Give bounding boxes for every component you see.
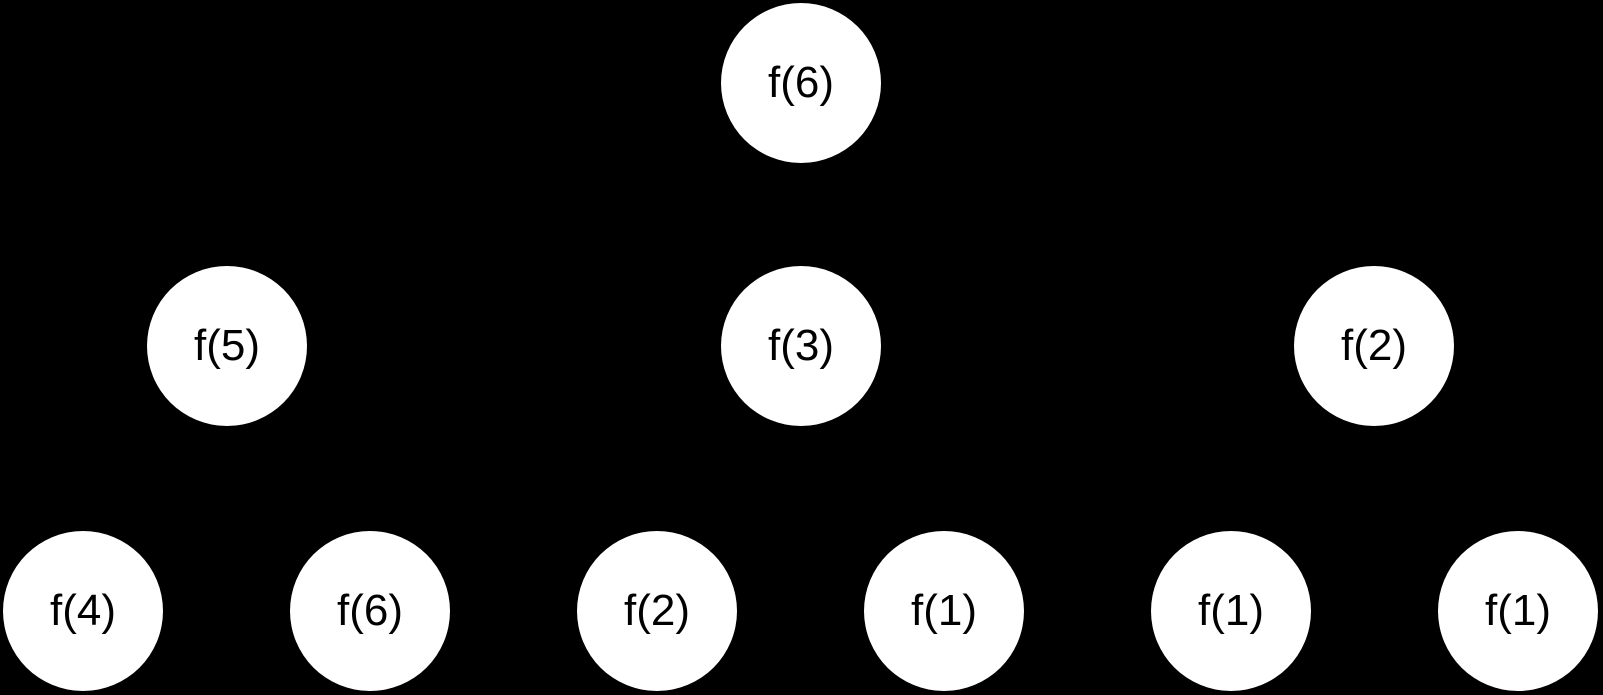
tree-node-level0-0: f(6) <box>721 3 881 163</box>
tree-node-level2-9: f(1) <box>1438 531 1598 691</box>
tree-node-level2-4: f(4) <box>3 531 163 691</box>
node-label: f(6) <box>337 586 403 635</box>
node-label: f(1) <box>911 586 977 635</box>
node-label: f(3) <box>768 321 834 370</box>
tree-node-level2-8: f(1) <box>1151 531 1311 691</box>
tree-node-level2-7: f(1) <box>864 531 1024 691</box>
node-label: f(6) <box>768 58 834 107</box>
node-label: f(5) <box>194 321 260 370</box>
node-label: f(2) <box>1341 321 1407 370</box>
tree-node-level1-1: f(5) <box>147 266 307 426</box>
node-label: f(1) <box>1198 586 1264 635</box>
tree-node-level1-2: f(3) <box>721 266 881 426</box>
tree-node-level1-3: f(2) <box>1294 266 1454 426</box>
node-label: f(2) <box>624 586 690 635</box>
node-label: f(4) <box>50 586 116 635</box>
tree-node-level2-5: f(6) <box>290 531 450 691</box>
node-label: f(1) <box>1485 586 1551 635</box>
tree-node-level2-6: f(2) <box>577 531 737 691</box>
